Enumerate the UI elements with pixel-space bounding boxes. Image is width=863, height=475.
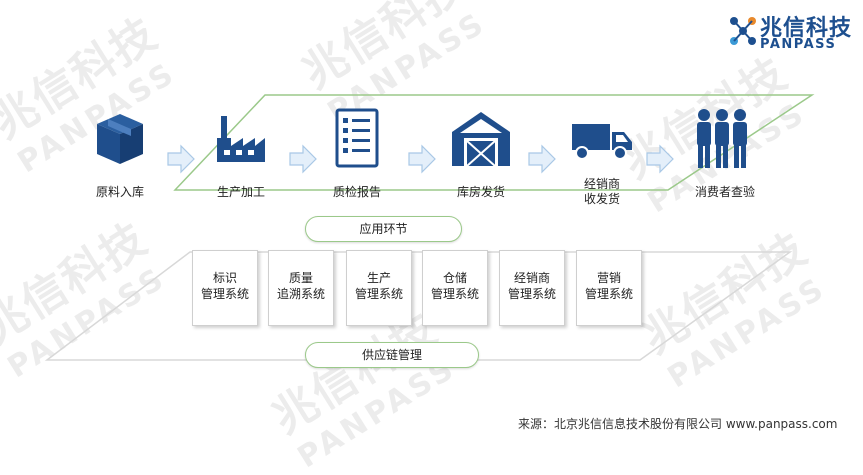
system-box-storage: 仓储 管理系统 [422,250,488,326]
step-label-dealer-line1: 经销商 [583,177,620,191]
step-label-dealer-line2: 收发货 [583,192,620,206]
supply-chain-pill: 供应链管理 [305,342,479,368]
system-box-identification: 标识 管理系统 [192,250,258,326]
system-box-dealer: 经销商 管理系统 [499,250,565,326]
step-label-consumer: 消费者查验 [694,185,755,199]
application-link-pill: 应用环节 [305,216,462,242]
system-box-line2: 管理系统 [507,287,556,301]
arrow-right-icon [289,144,317,174]
checklist-icon [335,108,379,168]
step-label-inspection: 质检报告 [332,185,381,199]
logo-text-en: PANPASS [760,37,837,52]
system-box-traceability: 质量 追溯系统 [268,250,334,326]
system-box-line1: 营销 [596,271,621,285]
step-label-raw-material: 原料入库 [95,185,144,199]
system-box-line1: 质量 [288,271,313,285]
system-box-line2: 管理系统 [200,287,249,301]
system-box-line1: 生产 [366,271,391,285]
consumers-icon [697,109,747,168]
step-label-production: 生产加工 [216,185,265,199]
logo-text-cn: 兆信科技 [760,16,853,41]
step-label-dealer: 经销商 收发货 [547,177,657,207]
arrow-right-icon [167,144,195,174]
warehouse-icon [452,112,510,167]
system-box-marketing: 营销 管理系统 [576,250,642,326]
truck-icon [572,124,632,160]
system-box-line1: 经销商 [513,271,550,285]
box-icon [97,114,143,164]
system-box-line2: 管理系统 [584,287,633,301]
source-note: 来源：北京兆信信息技术股份有限公司 www.panpass.com [518,417,838,431]
system-box-line2: 管理系统 [354,287,403,301]
logo-icon [730,17,756,45]
system-box-line2: 追溯系统 [276,287,325,301]
arrow-right-icon [408,144,436,174]
system-box-line1: 标识 [212,271,237,285]
factory-icon [217,116,265,162]
arrow-right-icon [646,144,674,174]
system-box-line1: 仓储 [442,271,467,285]
step-label-warehouse: 库房发货 [456,185,505,199]
system-box-line2: 管理系统 [430,287,479,301]
system-box-production: 生产 管理系统 [346,250,412,326]
arrow-right-icon [528,144,556,174]
